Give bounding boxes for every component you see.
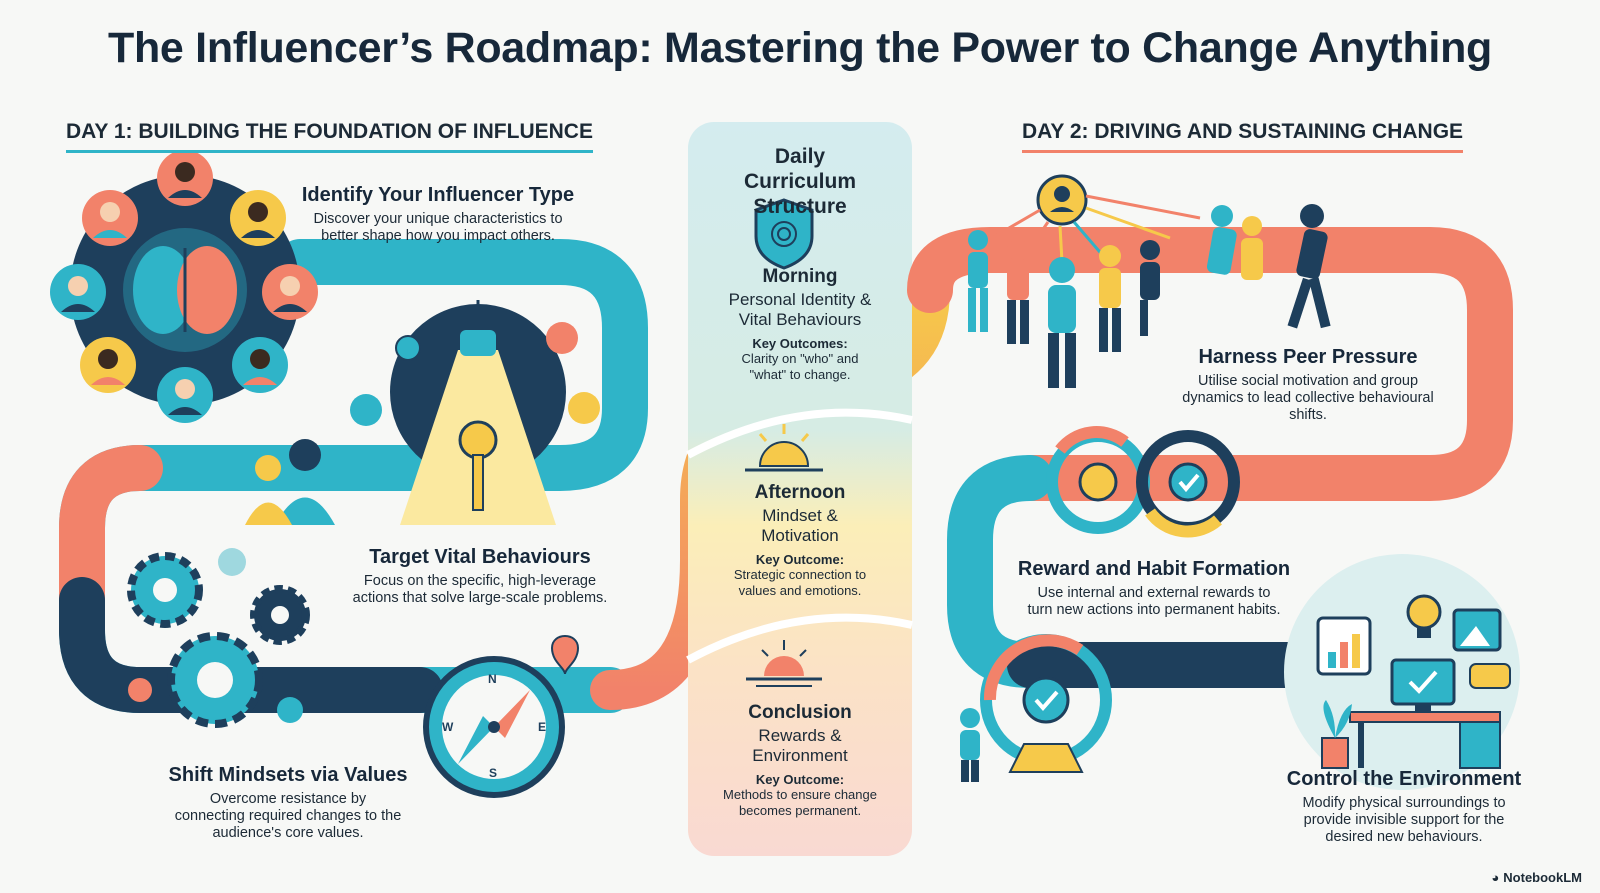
session-name: Morning xyxy=(762,266,838,287)
item-title: Control the Environment xyxy=(1286,768,1522,790)
session-name: Conclusion xyxy=(748,702,852,723)
key-outcome-text: Methods to ensure change becomes permane… xyxy=(723,787,877,818)
session-name: Afternoon xyxy=(754,482,846,503)
panel-divider-1 xyxy=(686,408,913,459)
day2-item-peer-pressure: Harness Peer Pressure Utilise social mot… xyxy=(1168,346,1448,424)
curriculum-title: Daily Curriculum Structure xyxy=(743,145,856,218)
day1-heading: DAY 1: BUILDING THE FOUNDATION OF INFLUE… xyxy=(66,120,593,153)
curriculum-panel xyxy=(688,122,912,856)
item-title: Shift Mindsets via Values xyxy=(168,764,408,786)
brand-name: NotebookLM xyxy=(1503,870,1582,885)
environment-workspace-illustration xyxy=(1284,554,1520,790)
page-title: The Influencer’s Roadmap: Mastering the … xyxy=(107,24,1492,72)
peer-pressure-illustration xyxy=(968,174,1331,388)
brand-watermark: ◕NotebookLM xyxy=(1491,870,1582,885)
curriculum-column: Daily Curriculum Structure Morning Perso… xyxy=(688,122,912,856)
habit-loop-illustration xyxy=(960,634,1112,782)
day2-item-control-environment: Control the Environment Modify physical … xyxy=(1264,768,1544,846)
session-topic: Personal Identity & Vital Behaviours xyxy=(728,290,872,329)
session-morning: Morning Personal Identity & Vital Behavi… xyxy=(688,266,912,383)
day1-item-influencer-type: Identify Your Influencer Type Discover y… xyxy=(288,184,588,245)
gears-illustration xyxy=(127,548,580,728)
item-description: Overcome resistance by connecting requir… xyxy=(174,791,402,841)
spotlight-key-illustration xyxy=(350,300,600,525)
session-topic: Rewards & Environment xyxy=(752,726,848,765)
shield-fingerprint-icon xyxy=(754,198,814,270)
day2-heading: DAY 2: DRIVING AND SUSTAINING CHANGE xyxy=(1022,120,1464,153)
session-topic: Mindset & Motivation xyxy=(761,506,839,545)
item-description: Focus on the specific, high-leverage act… xyxy=(352,573,608,606)
compass-letter-w: W xyxy=(442,720,454,734)
day1-item-vital-behaviours: Target Vital Behaviours Focus on the spe… xyxy=(340,546,620,607)
compass-letter-s: S xyxy=(489,766,498,780)
notebook-logo-icon: ◕ xyxy=(1491,870,1500,885)
day1-item-shift-mindsets: Shift Mindsets via Values Overcome resis… xyxy=(148,764,428,842)
compass-letter-e: E xyxy=(538,720,547,734)
panel-divider-2 xyxy=(686,613,913,664)
item-title: Identify Your Influencer Type xyxy=(301,184,575,206)
audience-silhouettes xyxy=(245,439,335,525)
item-title: Harness Peer Pressure xyxy=(1198,346,1418,368)
key-outcome-text: Strategic connection to values and emoti… xyxy=(733,567,867,598)
sunset-icon-conclusion xyxy=(746,640,822,687)
item-description: Modify physical surroundings to provide … xyxy=(1302,795,1506,845)
compass-letter-n: N xyxy=(488,672,497,686)
item-title: Target Vital Behaviours xyxy=(369,546,591,568)
session-conclusion: Conclusion Rewards & Environment Key Out… xyxy=(688,702,912,819)
brain-avatar-cluster xyxy=(50,150,318,423)
item-description: Discover your unique characteristics to … xyxy=(313,211,563,244)
key-outcome-label: Key Outcome: xyxy=(755,772,845,787)
item-title: Reward and Habit Formation xyxy=(1017,558,1291,580)
reward-loop-illustration xyxy=(1046,426,1240,538)
item-description: Use internal and external rewards to tur… xyxy=(1027,585,1281,618)
key-outcome-label: Key Outcome: xyxy=(755,552,845,567)
sun-icon-afternoon xyxy=(745,424,823,472)
session-afternoon: Afternoon Mindset & Motivation Key Outco… xyxy=(688,482,912,599)
item-description: Utilise social motivation and group dyna… xyxy=(1182,373,1434,423)
day2-item-reward-habit: Reward and Habit Formation Use internal … xyxy=(1004,558,1304,619)
compass-illustration xyxy=(423,656,565,798)
key-outcome-text: Clarity on "who" and "what" to change. xyxy=(741,351,859,382)
key-outcome-label: Key Outcomes: xyxy=(752,336,848,351)
